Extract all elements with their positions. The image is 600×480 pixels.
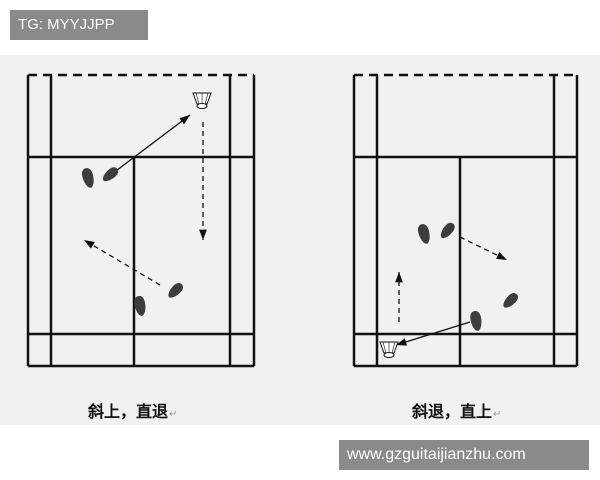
shuttlecock-icon bbox=[379, 341, 399, 358]
caption-left: 斜上，直退↵ bbox=[88, 402, 178, 421]
diagonal-forward-arrow bbox=[103, 114, 191, 181]
footprint-icon bbox=[500, 290, 521, 311]
movement-arrows-left bbox=[83, 114, 207, 286]
court-right bbox=[352, 73, 579, 368]
shuttlecock-icon bbox=[192, 92, 212, 109]
dashed-return-arrow-right bbox=[459, 236, 508, 261]
watermark-bottom: www.gzguitaijianzhu.com bbox=[339, 440, 589, 470]
footprint-icon bbox=[437, 220, 457, 241]
court-left bbox=[26, 73, 256, 368]
diagonal-back-arrow bbox=[395, 321, 471, 346]
caption-right: 斜退，直上↵ bbox=[412, 402, 502, 421]
movement-arrows-right bbox=[395, 236, 508, 346]
footprint-icon bbox=[165, 280, 186, 301]
footprint-icon bbox=[133, 295, 148, 317]
footprint-icon bbox=[469, 310, 484, 332]
footprint-icon bbox=[100, 165, 121, 185]
footprint-icon bbox=[80, 166, 97, 190]
dashed-return-arrow-left bbox=[83, 239, 161, 286]
watermark-top: TG: MYYJJPP bbox=[10, 10, 148, 40]
footprint-icon bbox=[416, 222, 433, 246]
diagram-panel bbox=[0, 55, 600, 425]
